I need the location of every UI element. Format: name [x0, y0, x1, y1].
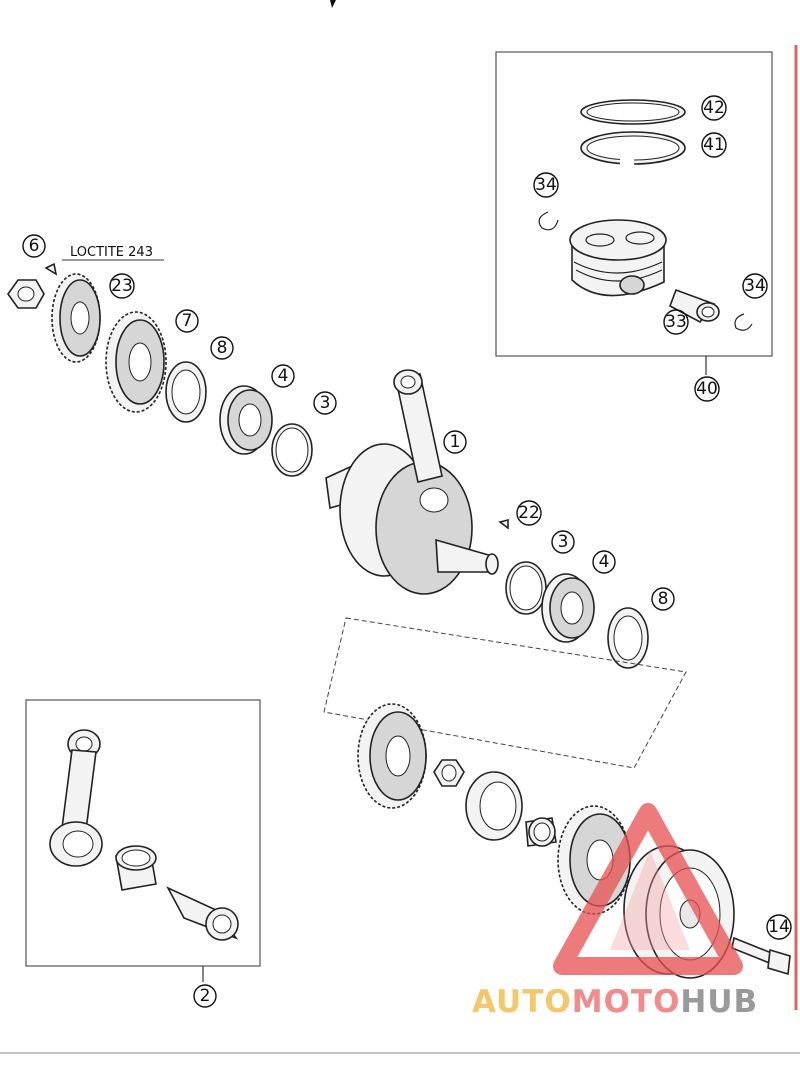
svg-text:7: 7 [182, 311, 193, 331]
svg-text:8: 8 [658, 589, 669, 609]
crankshaft [325, 369, 499, 595]
callout-41: 41 [701, 132, 727, 158]
starter-gear [357, 703, 427, 809]
callout-4a: 4 [271, 364, 295, 388]
piston-kit-box [495, 51, 773, 357]
svg-text:33: 33 [665, 312, 687, 332]
main-bearing-left [219, 385, 273, 455]
svg-text:4: 4 [278, 366, 289, 386]
svg-text:22: 22 [518, 503, 540, 523]
svg-text:4: 4 [599, 552, 610, 572]
connecting-rod [49, 729, 103, 867]
svg-text:1: 1 [450, 432, 461, 452]
needle-bearing [525, 817, 557, 847]
crank-pin [166, 886, 239, 941]
svg-text:3: 3 [320, 393, 331, 413]
callout-2: 2 [193, 984, 217, 1008]
callout-42: 42 [701, 95, 727, 121]
callout-34a: 34 [533, 172, 559, 198]
oring-right [505, 561, 547, 615]
svg-text:3: 3 [558, 532, 569, 552]
oring-left [271, 423, 313, 477]
primary-gear-large [105, 311, 167, 413]
callout-8a: 8 [210, 336, 234, 360]
callout-7: 7 [175, 309, 199, 333]
shim-washer-left [165, 361, 207, 423]
svg-text:8: 8 [217, 338, 228, 358]
svg-text:34: 34 [744, 276, 766, 296]
main-bearing-right [541, 573, 595, 643]
piston-ring-upper [580, 99, 686, 125]
primary-gear-small [51, 273, 101, 363]
shim-washer-right [607, 607, 649, 669]
big-end-bearing [115, 845, 157, 891]
callout-40: 40 [694, 376, 720, 402]
key-pin-22 [498, 518, 509, 530]
callout-22: 22 [516, 500, 542, 526]
svg-text:6: 6 [29, 236, 40, 256]
flywheel-nut [433, 759, 465, 787]
piston [569, 219, 667, 297]
callout-34b: 34 [742, 273, 768, 299]
callout-4b: 4 [592, 550, 616, 574]
crankshaft-nut [7, 279, 45, 309]
callout-14: 14 [766, 914, 792, 940]
svg-text:34: 34 [535, 175, 557, 195]
callout-8b: 8 [651, 587, 675, 611]
piston-circlip-right [734, 313, 753, 331]
svg-text:14: 14 [768, 917, 790, 937]
woodruff-key [44, 262, 58, 276]
callout-33: 33 [663, 309, 689, 335]
svg-text:23: 23 [111, 276, 133, 296]
callout-23: 23 [109, 273, 135, 299]
piston-circlip-left [538, 211, 559, 231]
flywheel-bolt [731, 936, 791, 976]
svg-text:42: 42 [703, 98, 725, 118]
piston-ring-lower [580, 131, 686, 166]
loctite-note: LOCTITE 243 [70, 245, 153, 260]
dashed-group-outline [323, 617, 687, 769]
top-fragment [330, 0, 336, 8]
watermark-text: AUTOMOTOHUB [472, 984, 758, 1020]
freewheel-bearing [465, 771, 523, 841]
callout-3a: 3 [313, 391, 337, 415]
callout-1: 1 [443, 430, 467, 454]
conrod-kit-box [25, 699, 261, 967]
callout-6: 6 [22, 234, 46, 258]
piston-pin [669, 288, 720, 324]
watermark-logo [553, 803, 743, 975]
callout-3b: 3 [551, 530, 575, 554]
svg-text:41: 41 [703, 135, 725, 155]
svg-text:2: 2 [200, 986, 211, 1006]
svg-text:40: 40 [696, 379, 718, 399]
